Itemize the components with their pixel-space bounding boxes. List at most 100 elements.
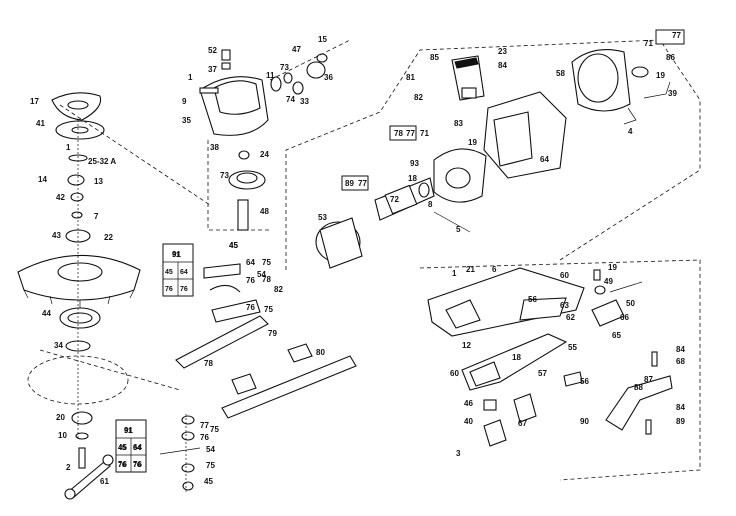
- part-label: 25-32 A: [88, 157, 116, 166]
- part-label: 57: [538, 369, 547, 378]
- part-label: 71: [420, 129, 429, 138]
- part-label: 3: [456, 449, 461, 458]
- part-label: 76: [200, 433, 209, 442]
- part-label: 52: [208, 46, 217, 55]
- part-label: 78: [262, 275, 271, 284]
- part-label: 81: [406, 73, 415, 82]
- part-label: 50: [626, 299, 635, 308]
- part-label: 46: [464, 399, 473, 408]
- svg-text:76: 76: [165, 286, 173, 293]
- part-label: 65: [612, 331, 621, 340]
- part-label: 34: [54, 341, 63, 350]
- part-label: 76: [133, 460, 142, 469]
- part-label: 1: [188, 73, 193, 82]
- part-label: 1: [452, 269, 457, 278]
- part-56b: [563, 371, 583, 387]
- part-label: 86: [666, 53, 675, 62]
- part-label: 71: [644, 39, 653, 48]
- part-label: 56: [580, 377, 589, 386]
- part-label: 53: [318, 213, 327, 222]
- bearing-47: [306, 61, 326, 79]
- part-label: 77: [358, 179, 367, 188]
- screw-52: [221, 49, 231, 61]
- part-label: 36: [324, 73, 333, 82]
- left-guard-assembly: [17, 92, 211, 500]
- part-67: [513, 393, 537, 423]
- part-label: 45: [204, 477, 213, 486]
- switch-39: [631, 66, 649, 78]
- part-label: 18: [512, 353, 521, 362]
- part-label: 73: [220, 171, 229, 180]
- bearing-11: [270, 76, 282, 92]
- screw-84: [651, 351, 658, 367]
- part-label: 45: [229, 241, 238, 250]
- part-label: 64: [246, 258, 255, 267]
- part-label: 72: [390, 195, 399, 204]
- part-label: 76: [246, 276, 255, 285]
- part-label: 83: [454, 119, 463, 128]
- part-label: 23: [498, 47, 507, 56]
- motor-assembly: [285, 39, 701, 270]
- nut-13: [67, 174, 85, 186]
- part-label: 47: [292, 45, 301, 54]
- part-label: 76: [246, 303, 255, 312]
- part-label: 87: [644, 375, 653, 384]
- svg-text:45: 45: [118, 445, 126, 452]
- part-label: 19: [468, 138, 477, 147]
- part-label: 60: [560, 271, 569, 280]
- handle-assembly: [419, 259, 701, 481]
- part-label: 82: [274, 285, 283, 294]
- bearing-24: [238, 150, 250, 160]
- part-46: [483, 399, 497, 411]
- part-label: 74: [286, 95, 295, 104]
- part-label: 6: [492, 265, 497, 274]
- part-label: 20: [56, 413, 65, 422]
- part-label: 78: [394, 129, 403, 138]
- part-label: 89: [345, 179, 354, 188]
- ref-box-lower: 91 45 64 76 76: [115, 419, 147, 473]
- part-label: 64: [540, 155, 549, 164]
- part-label: 13: [94, 177, 103, 186]
- part-label: 35: [182, 116, 191, 125]
- part-label: 79: [268, 329, 277, 338]
- gear-housing-assembly: [199, 39, 351, 231]
- part-label: 58: [556, 69, 565, 78]
- part-label: 84: [676, 403, 685, 412]
- part-label: 15: [318, 35, 327, 44]
- svg-text:91: 91: [124, 428, 132, 435]
- part-label: 75: [210, 425, 219, 434]
- part-label: 63: [560, 301, 569, 310]
- part-label: 49: [604, 277, 613, 286]
- part-label: 77: [672, 31, 681, 40]
- part-label: 14: [38, 175, 47, 184]
- bracket-assembly: [159, 263, 357, 492]
- part-label: 88: [634, 383, 643, 392]
- part-label: 38: [210, 143, 219, 152]
- part-label: 17: [30, 97, 39, 106]
- part-label: 39: [668, 89, 677, 98]
- fence-80: [221, 355, 357, 419]
- part-label: 40: [464, 417, 473, 426]
- part-label: 45: [118, 443, 127, 452]
- bearing-18: [418, 182, 430, 198]
- flange-20: [71, 411, 93, 425]
- screw-19: [593, 269, 601, 281]
- part-label: 85: [430, 53, 439, 62]
- nut-15: [316, 53, 328, 63]
- part-label: 41: [36, 119, 45, 128]
- part-label: 93: [410, 159, 419, 168]
- part-label: 37: [208, 65, 217, 74]
- part-label: 60: [450, 369, 459, 378]
- part-label: 8: [428, 200, 433, 209]
- part-label: 43: [52, 231, 61, 240]
- gear-74: [292, 81, 304, 95]
- svg-text:64: 64: [133, 445, 141, 452]
- part-label: 10: [58, 431, 67, 440]
- ref-91: 91: [172, 252, 180, 259]
- guard-hole: [67, 100, 89, 110]
- part-label: 2: [66, 463, 71, 472]
- svg-text:45: 45: [165, 269, 173, 276]
- washer-7: [71, 211, 83, 219]
